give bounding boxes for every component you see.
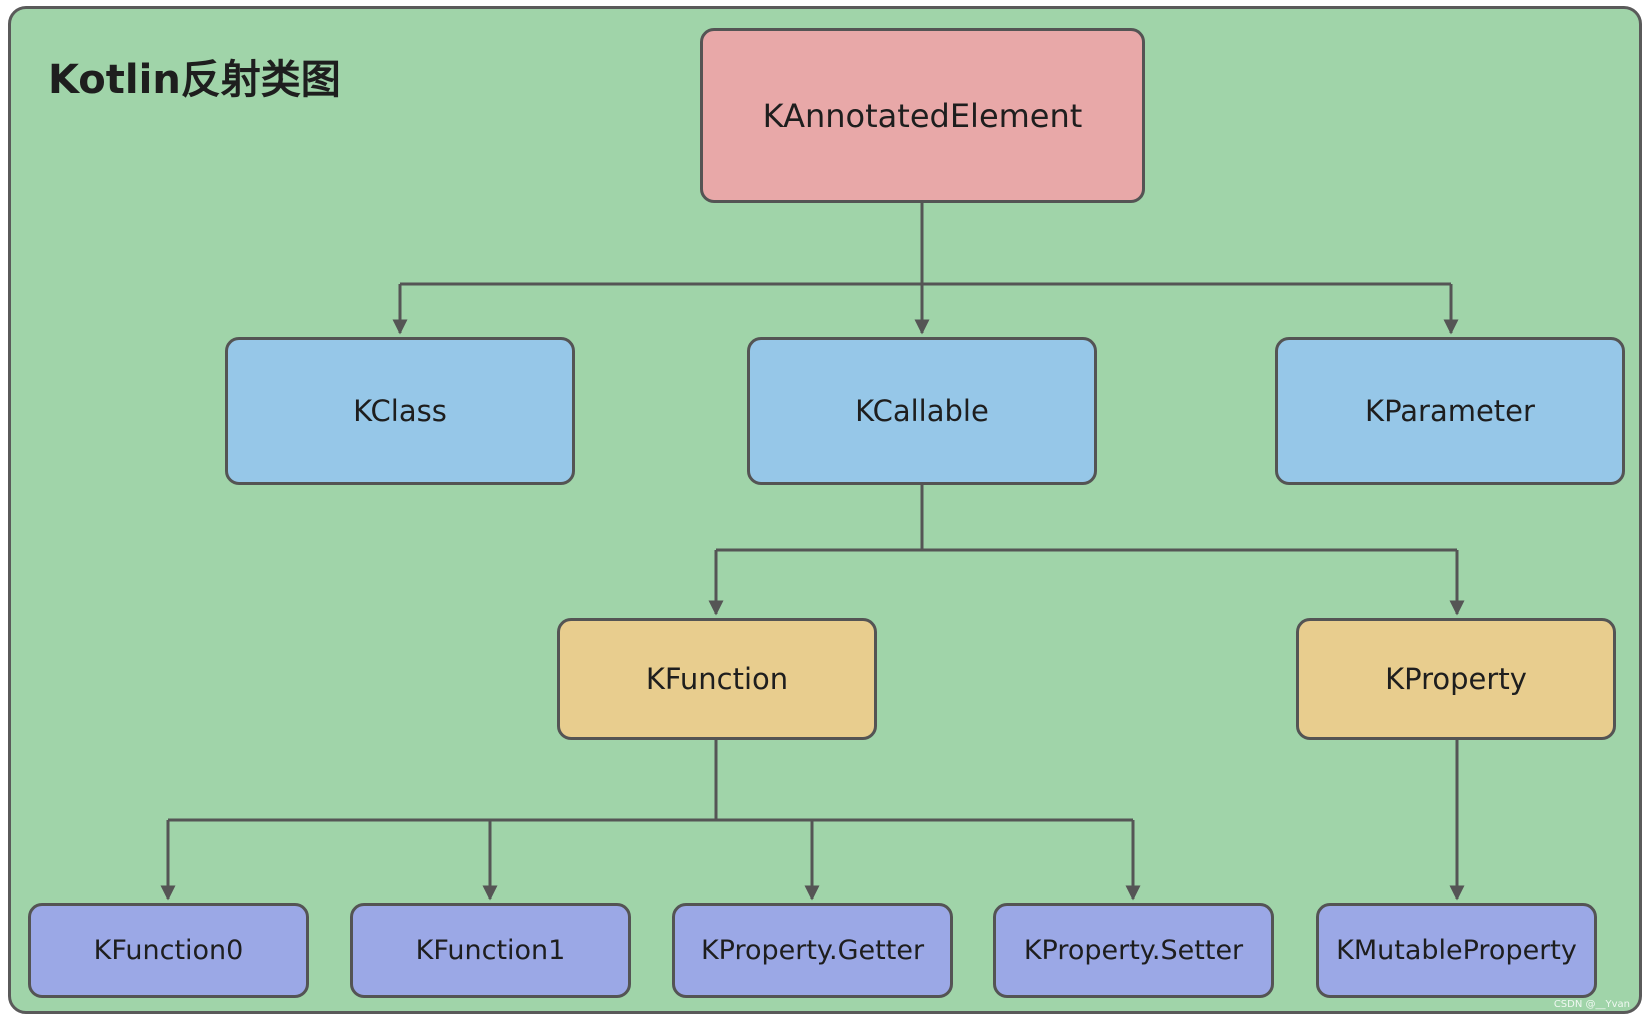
node-kparameter: KParameter (1275, 337, 1625, 485)
node-label: KFunction (645, 662, 789, 696)
node-label: KAnnotatedElement (762, 96, 1083, 135)
node-label: KParameter (1365, 394, 1535, 428)
node-kfunction0: KFunction0 (28, 903, 309, 998)
node-kmutableproperty: KMutableProperty (1316, 903, 1597, 998)
node-label: KCallable (855, 394, 989, 428)
node-kproperty-setter: KProperty.Setter (993, 903, 1274, 998)
diagram-title: Kotlin反射类图 (48, 57, 341, 103)
node-kproperty: KProperty (1296, 618, 1616, 740)
node-label: KProperty.Getter (700, 935, 925, 966)
node-label: KMutableProperty (1336, 935, 1577, 966)
node-label: KFunction0 (93, 935, 244, 966)
node-label: KProperty.Setter (1023, 935, 1244, 966)
node-label: KProperty (1385, 662, 1527, 696)
node-kcallable: KCallable (747, 337, 1097, 485)
node-kclass: KClass (225, 337, 575, 485)
node-label: KClass (353, 394, 447, 428)
node-kproperty-getter: KProperty.Getter (672, 903, 953, 998)
node-label: KFunction1 (415, 935, 566, 966)
node-kannotatedelement: KAnnotatedElement (700, 28, 1145, 203)
node-kfunction: KFunction (557, 618, 877, 740)
node-kfunction1: KFunction1 (350, 903, 631, 998)
watermark: CSDN @__Yvan (1553, 999, 1630, 1010)
